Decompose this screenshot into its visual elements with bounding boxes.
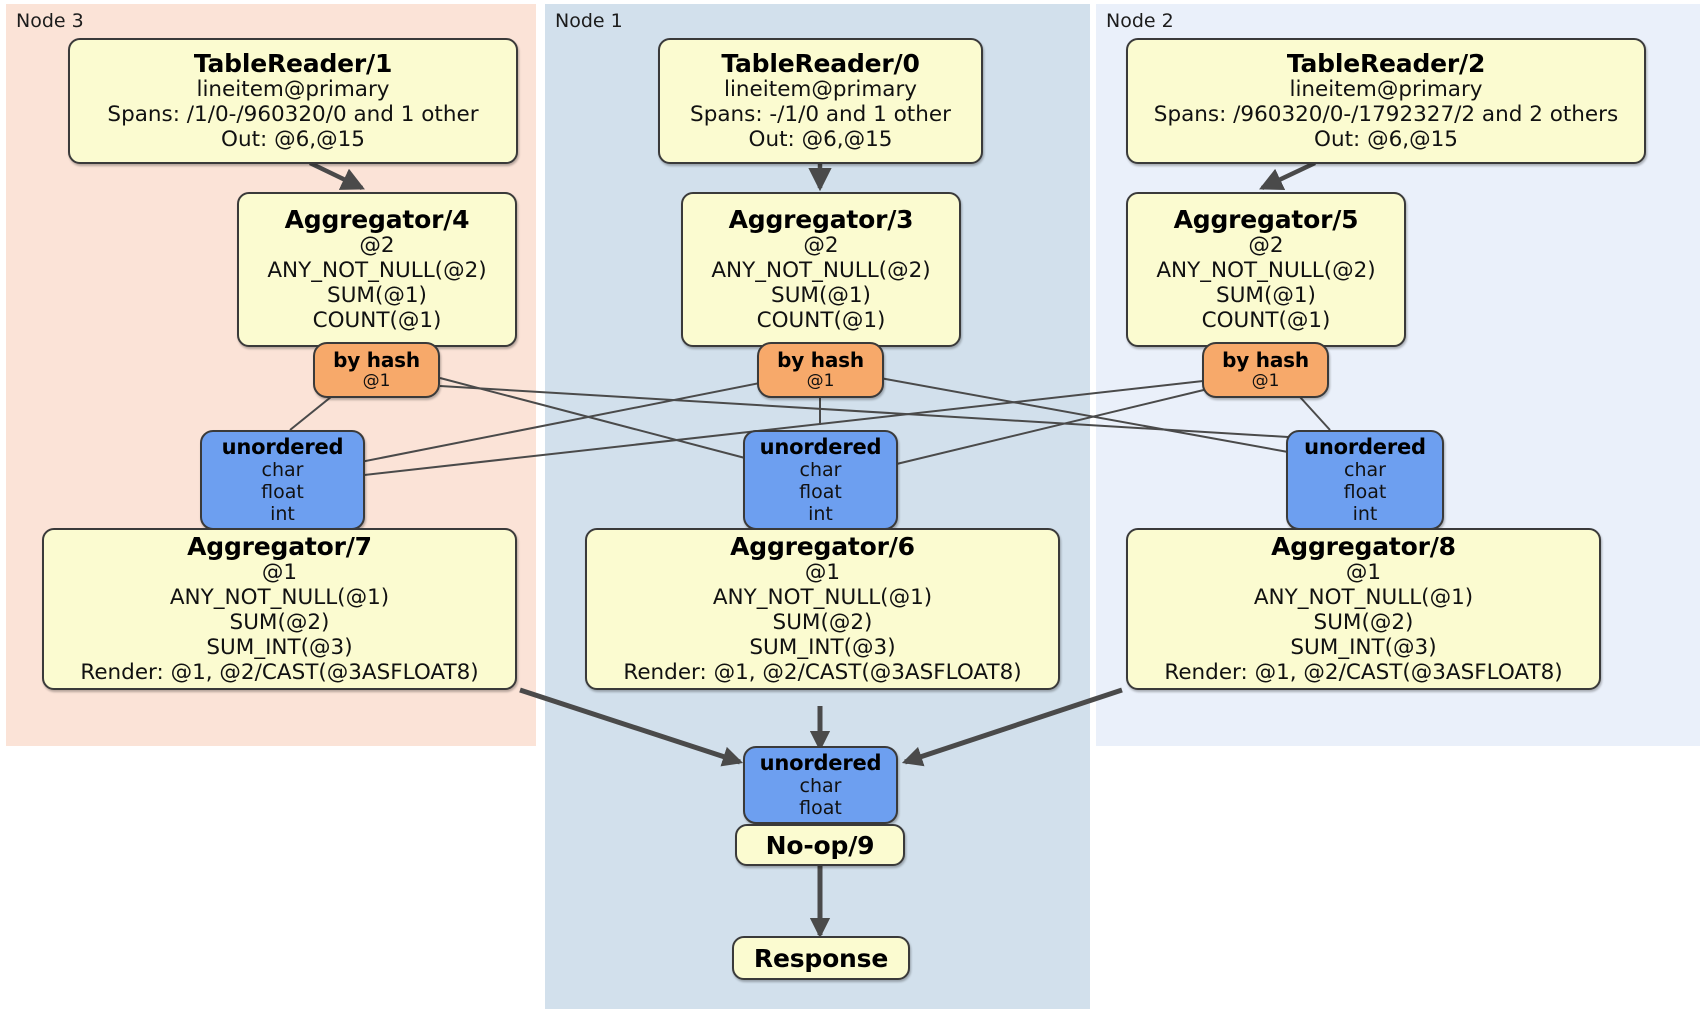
aggregator-7-render: Render: @1, @2/CAST(@3ASFLOAT8) xyxy=(80,659,479,685)
tablereader-0-title: TableReader/0 xyxy=(721,49,920,79)
by-hash-center-col: @1 xyxy=(806,370,835,391)
aggregator-6-func-2: SUM(@2) xyxy=(772,610,873,636)
tablereader-2-out: Out: @6,@15 xyxy=(1314,126,1458,152)
unordered-right-type-3: int xyxy=(1352,503,1378,526)
aggregator-4-func-1: ANY_NOT_NULL(@2) xyxy=(267,258,487,284)
aggregator-5-func-2: SUM(@1) xyxy=(1216,283,1316,308)
aggregator-3-node[interactable]: Aggregator/3 @2 ANY_NOT_NULL(@2) SUM(@1)… xyxy=(681,192,961,347)
unordered-right-type-1: char xyxy=(1344,459,1386,482)
unordered-center-type-3: int xyxy=(808,503,833,526)
aggregator-5-groupcols: @2 xyxy=(1248,233,1284,259)
aggregator-7-node[interactable]: Aggregator/7 @1 ANY_NOT_NULL(@1) SUM(@2)… xyxy=(42,528,517,690)
response-node[interactable]: Response xyxy=(732,936,910,980)
aggregator-5-title: Aggregator/5 xyxy=(1173,205,1359,235)
aggregator-3-func-2: SUM(@1) xyxy=(771,283,871,308)
aggregator-6-title: Aggregator/6 xyxy=(730,532,915,562)
by-hash-router-right[interactable]: by hash @1 xyxy=(1202,342,1329,398)
response-title: Response xyxy=(753,943,889,973)
by-hash-left-col: @1 xyxy=(362,370,391,391)
unordered-synchronizer-final[interactable]: unordered char float xyxy=(743,746,898,824)
tablereader-0-spans: Spans: -/1/0 and 1 other xyxy=(690,102,951,128)
aggregator-5-func-3: COUNT(@1) xyxy=(1201,307,1331,333)
aggregator-4-func-3: COUNT(@1) xyxy=(312,307,442,333)
aggregator-8-render: Render: @1, @2/CAST(@3ASFLOAT8) xyxy=(1164,659,1563,685)
aggregator-5-node[interactable]: Aggregator/5 @2 ANY_NOT_NULL(@2) SUM(@1)… xyxy=(1126,192,1406,347)
node-panel-label-node2: Node 2 xyxy=(1106,10,1174,32)
by-hash-router-left[interactable]: by hash @1 xyxy=(313,342,440,398)
unordered-synchronizer-center[interactable]: unordered char float int xyxy=(743,430,898,530)
aggregator-7-groupcols: @1 xyxy=(261,560,298,586)
unordered-right-title: unordered xyxy=(1304,434,1426,459)
by-hash-right-col: @1 xyxy=(1251,370,1280,391)
aggregator-6-render: Render: @1, @2/CAST(@3ASFLOAT8) xyxy=(623,659,1022,685)
node-panel-label-node3: Node 3 xyxy=(16,10,84,32)
tablereader-2-spans: Spans: /960320/0-/1792327/2 and 2 others xyxy=(1153,102,1619,128)
tablereader-0-table: lineitem@primary xyxy=(723,77,918,103)
aggregator-7-func-2: SUM(@2) xyxy=(229,610,330,636)
unordered-center-type-1: char xyxy=(799,459,842,482)
aggregator-3-func-1: ANY_NOT_NULL(@2) xyxy=(711,258,931,284)
aggregator-4-func-2: SUM(@1) xyxy=(327,283,427,308)
noop-9-node[interactable]: No-op/9 xyxy=(735,824,905,866)
tablereader-1-out: Out: @6,@15 xyxy=(221,126,365,152)
by-hash-right-title: by hash xyxy=(1222,347,1309,372)
aggregator-8-groupcols: @1 xyxy=(1345,560,1382,586)
unordered-left-type-2: float xyxy=(261,481,304,504)
unordered-left-type-3: int xyxy=(270,503,295,526)
unordered-final-type-1: char xyxy=(799,775,842,798)
aggregator-4-title: Aggregator/4 xyxy=(284,205,470,235)
tablereader-1-table: lineitem@primary xyxy=(196,77,390,103)
tablereader-1-spans: Spans: /1/0-/960320/0 and 1 other xyxy=(107,102,479,128)
aggregator-6-func-1: ANY_NOT_NULL(@1) xyxy=(712,585,933,611)
tablereader-2-title: TableReader/2 xyxy=(1286,49,1486,79)
aggregator-5-func-1: ANY_NOT_NULL(@2) xyxy=(1156,258,1376,284)
by-hash-router-center[interactable]: by hash @1 xyxy=(757,342,884,398)
unordered-final-type-2: float xyxy=(799,797,842,820)
by-hash-left-title: by hash xyxy=(333,347,420,372)
aggregator-3-title: Aggregator/3 xyxy=(728,205,914,235)
tablereader-2-node[interactable]: TableReader/2 lineitem@primary Spans: /9… xyxy=(1126,38,1646,164)
unordered-center-title: unordered xyxy=(759,434,882,459)
unordered-synchronizer-right[interactable]: unordered char float int xyxy=(1286,430,1444,530)
unordered-left-type-1: char xyxy=(261,459,304,482)
tablereader-1-node[interactable]: TableReader/1 lineitem@primary Spans: /1… xyxy=(68,38,518,164)
aggregator-7-func-1: ANY_NOT_NULL(@1) xyxy=(169,585,390,611)
tablereader-1-title: TableReader/1 xyxy=(193,49,393,79)
by-hash-center-title: by hash xyxy=(777,347,864,372)
aggregator-7-func-3: SUM_INT(@3) xyxy=(206,634,353,660)
aggregator-8-node[interactable]: Aggregator/8 @1 ANY_NOT_NULL(@1) SUM(@2)… xyxy=(1126,528,1601,690)
noop-9-title: No-op/9 xyxy=(765,830,875,860)
tablereader-2-table: lineitem@primary xyxy=(1289,77,1483,103)
aggregator-3-groupcols: @2 xyxy=(803,233,839,259)
aggregator-6-node[interactable]: Aggregator/6 @1 ANY_NOT_NULL(@1) SUM(@2)… xyxy=(585,528,1060,690)
aggregator-8-func-1: ANY_NOT_NULL(@1) xyxy=(1253,585,1474,611)
aggregator-3-func-3: COUNT(@1) xyxy=(756,307,886,333)
node-panel-label-node1: Node 1 xyxy=(555,10,623,32)
tablereader-0-out: Out: @6,@15 xyxy=(748,126,893,152)
aggregator-6-func-3: SUM_INT(@3) xyxy=(749,634,896,660)
tablereader-0-node[interactable]: TableReader/0 lineitem@primary Spans: -/… xyxy=(658,38,983,164)
aggregator-8-func-2: SUM(@2) xyxy=(1313,610,1414,636)
unordered-right-type-2: float xyxy=(1343,481,1387,504)
unordered-final-title: unordered xyxy=(759,750,882,775)
aggregator-4-node[interactable]: Aggregator/4 @2 ANY_NOT_NULL(@2) SUM(@1)… xyxy=(237,192,517,347)
unordered-center-type-2: float xyxy=(799,481,842,504)
aggregator-7-title: Aggregator/7 xyxy=(187,532,372,562)
aggregator-6-groupcols: @1 xyxy=(804,560,841,586)
aggregator-4-groupcols: @2 xyxy=(359,233,395,259)
aggregator-8-title: Aggregator/8 xyxy=(1271,532,1456,562)
unordered-synchronizer-left[interactable]: unordered char float int xyxy=(200,430,365,530)
unordered-left-title: unordered xyxy=(221,434,344,459)
aggregator-8-func-3: SUM_INT(@3) xyxy=(1290,634,1437,660)
